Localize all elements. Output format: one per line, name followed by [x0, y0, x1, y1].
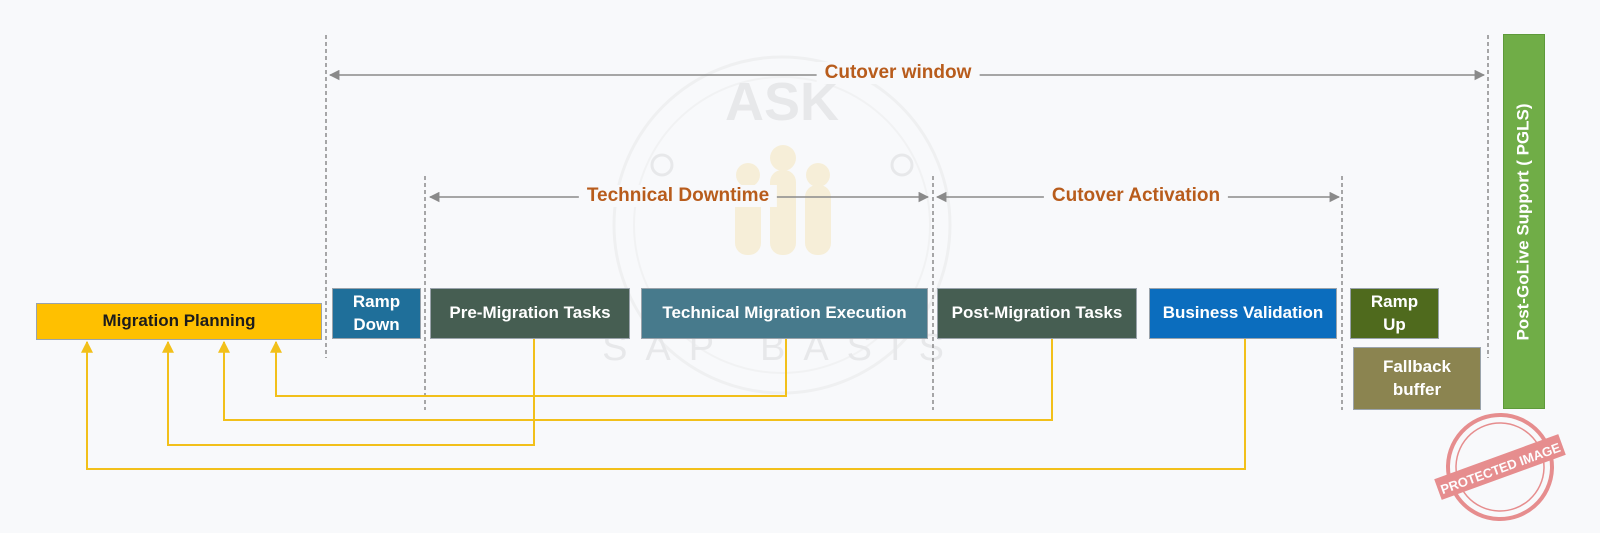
pre-migration-box: Pre-Migration Tasks: [430, 288, 630, 339]
feedback-from-technical-execution: [270, 339, 787, 397]
pre-migration-label: Pre-Migration Tasks: [449, 303, 611, 323]
phase-dividers: [325, 35, 1489, 410]
ramp-down-box: Ramp Down: [332, 288, 421, 339]
business-validation-label: Business Validation: [1162, 303, 1324, 323]
cutover-window-label: Cutover window: [816, 62, 980, 84]
technical-execution-label: Technical Migration Execution: [662, 303, 907, 323]
ramp-up-box: Ramp Up: [1350, 288, 1439, 339]
pgls-box: Post-GoLive Support ( PGLS): [1503, 34, 1545, 409]
feedback-from-pre-migration: [162, 339, 535, 446]
migration-planning-label: Migration Planning: [102, 311, 256, 331]
ramp-down-label: Ramp Down: [352, 291, 401, 334]
pgls-label: Post-GoLive Support ( PGLS): [1514, 102, 1533, 341]
business-validation-box: Business Validation: [1149, 288, 1337, 339]
protected-image-stamp: PROTECTED IMAGE: [1434, 413, 1566, 521]
cutover-activation-label: Cutover Activation: [1043, 185, 1229, 207]
fallback-buffer-label: Fallback buffer: [1382, 356, 1452, 399]
feedback-from-business-validation: [81, 339, 1246, 470]
technical-downtime-label: Technical Downtime: [578, 185, 778, 207]
fallback-buffer-box: Fallback buffer: [1353, 347, 1481, 410]
post-migration-label: Post-Migration Tasks: [951, 303, 1123, 323]
migration-planning-box: Migration Planning: [36, 303, 322, 340]
technical-execution-box: Technical Migration Execution: [641, 288, 928, 339]
post-migration-box: Post-Migration Tasks: [937, 288, 1137, 339]
feedback-lines: [81, 339, 1246, 470]
feedback-from-post-migration: [218, 339, 1053, 421]
ramp-up-label: Ramp Up: [1370, 291, 1419, 334]
